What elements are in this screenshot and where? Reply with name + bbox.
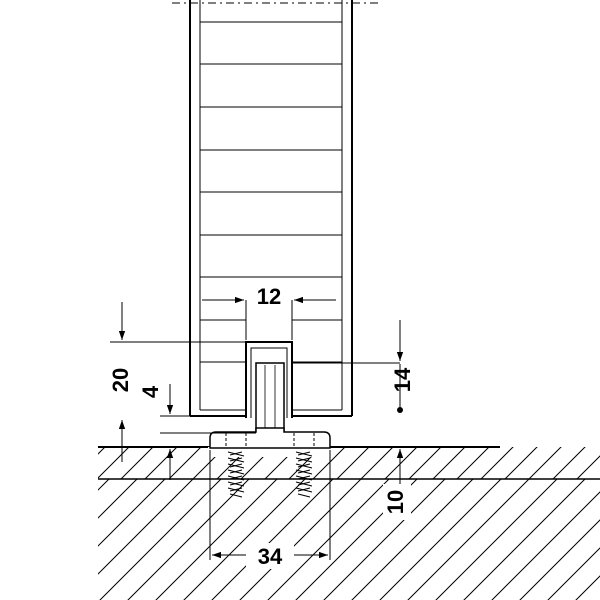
- screw-left: [225, 433, 247, 498]
- dim-label-12: 12: [257, 284, 281, 309]
- dim-floor-depth: 10: [383, 449, 411, 520]
- dim-top-width: 12: [202, 283, 336, 340]
- floor: [98, 446, 600, 600]
- dim-label-20: 20: [108, 368, 133, 392]
- screws: [225, 433, 315, 498]
- floor-top-layer: [98, 447, 600, 479]
- dim-offset: 4: [138, 384, 256, 480]
- dim-label-14: 14: [390, 367, 415, 392]
- dim-guide-height: 14: [292, 320, 415, 413]
- panel-lamellae: [200, 21, 342, 363]
- dim-base-width: 34: [209, 450, 331, 569]
- screw-right: [293, 433, 315, 498]
- guide-base-plate: [209, 427, 331, 449]
- guide-pin: [255, 362, 285, 434]
- dim-label-10: 10: [383, 490, 408, 514]
- dim-label-34: 34: [258, 544, 283, 569]
- dim-label-4: 4: [138, 385, 163, 398]
- base-recess: [208, 447, 330, 457]
- dim-dot: [397, 407, 403, 413]
- floor-substrate: [98, 479, 600, 600]
- dim-total-height: 20: [98, 302, 246, 462]
